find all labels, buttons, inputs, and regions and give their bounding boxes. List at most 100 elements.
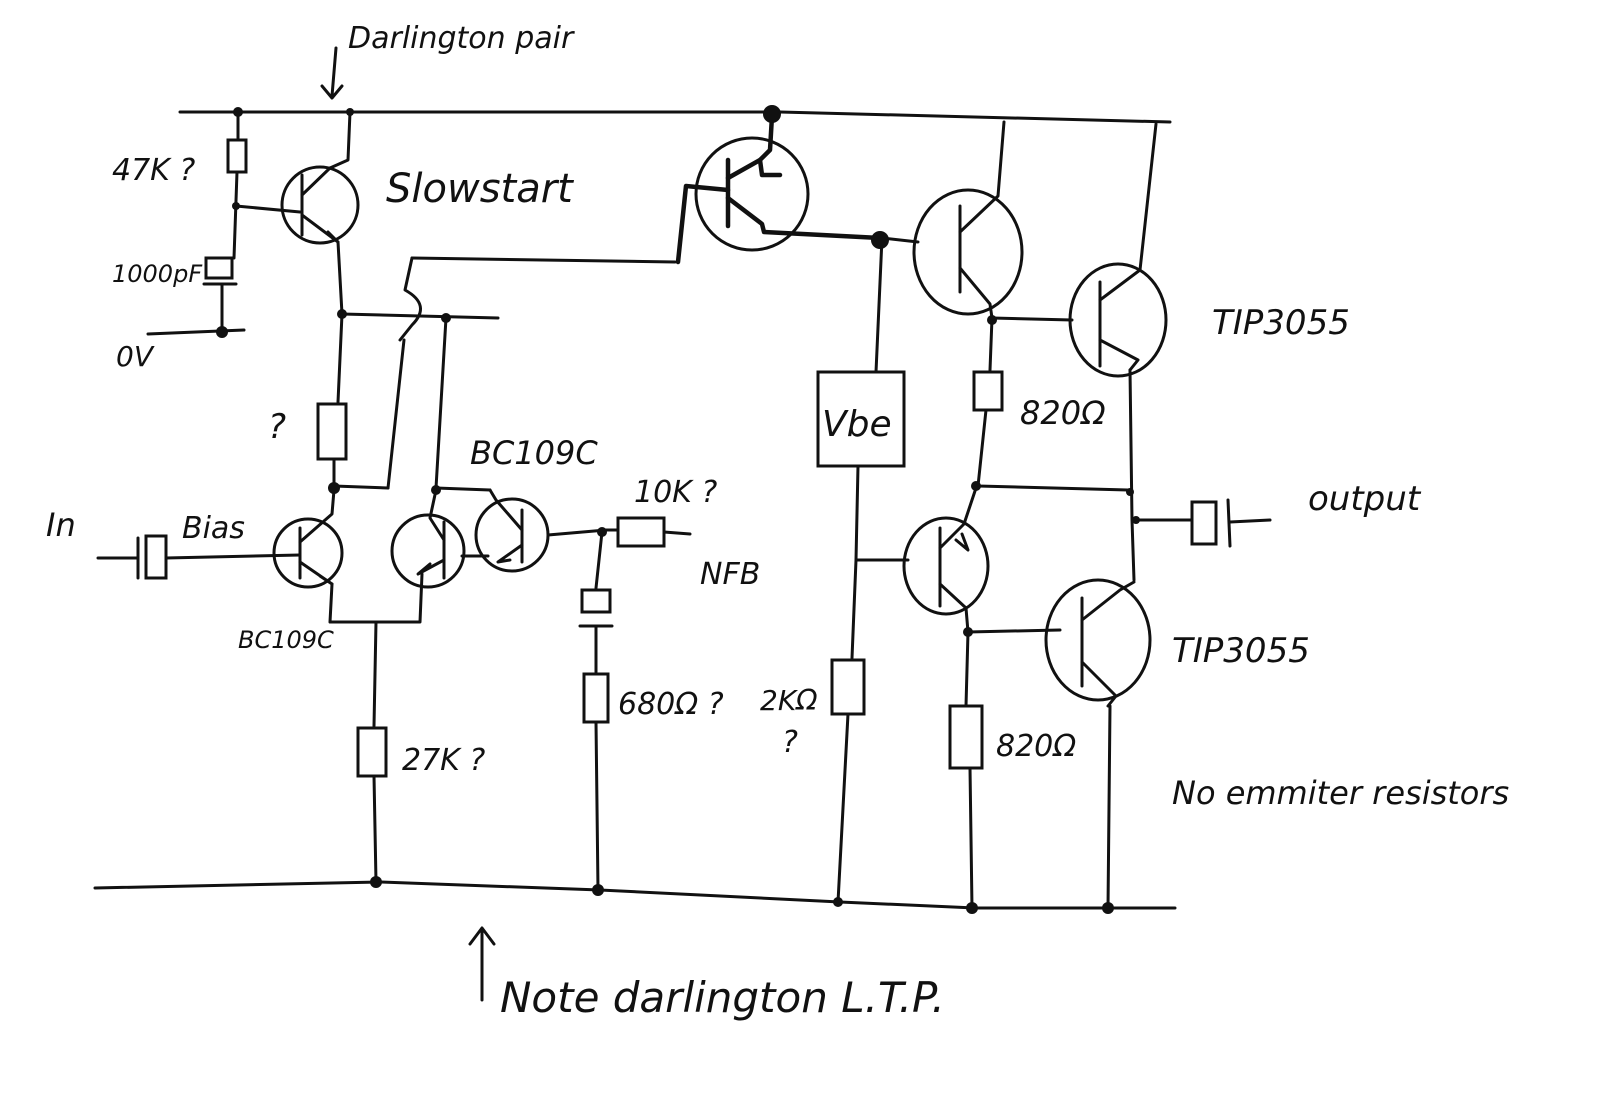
junction-dot [216,326,228,338]
resistor-680 [582,672,610,724]
label-1000pf: 1000pF [112,260,203,288]
label-bc109c-bottom: BC109C [238,626,334,654]
wire [146,328,246,336]
label-darlington-pair: Darlington pair [348,21,575,56]
label-tip3055-bottom: TIP3055 [1172,631,1310,671]
wire [488,488,524,532]
wire [416,558,446,576]
wire [662,530,692,536]
ltp-transistor-left [272,517,344,589]
output-transistor-bottom [1044,578,1152,702]
label-47k: 47K ? [112,153,195,188]
wire [428,488,446,542]
wire [332,457,390,490]
junction-dot [871,231,889,249]
junction-dot [233,107,243,117]
wire [336,240,500,320]
wire [232,170,239,260]
capacitor-1000pf-body [204,256,234,280]
wire [954,532,970,552]
ltp-transistor-middle [390,513,466,589]
wire [675,183,731,265]
wire [958,266,994,320]
label-question-mid: ? [782,725,798,760]
wire [1228,518,1272,524]
wire [298,488,336,544]
junction-dot [966,902,978,914]
junction-dot [370,876,382,888]
resistor-47k [226,138,248,174]
junction-dot [963,627,973,637]
label-no-emitter: No emmiter resistors [1172,774,1509,812]
upper-driver-transistor [912,188,1024,316]
wire [372,774,378,884]
wire [164,553,302,560]
wire [854,464,910,562]
wire [836,712,850,904]
wire [328,110,352,170]
wire [1098,122,1158,302]
junction-dot [597,527,607,537]
output-transistor-top [1068,262,1168,378]
wire [300,213,340,244]
wire [938,582,970,634]
wire [725,113,775,181]
label-output: output [1308,479,1422,519]
resistor-10k [616,516,666,548]
wire [336,312,344,404]
resistor-27k [356,726,388,778]
label-27k: 27K ? [402,743,485,778]
wire [988,316,994,372]
wire [410,256,677,264]
label-slowstart: Slowstart [386,166,574,212]
input-capacitor [144,534,168,580]
output-capacitor [1190,500,1218,546]
wire [757,157,783,178]
ground-rail [93,880,1177,910]
wire [496,543,524,564]
nfb-capacitor [580,588,612,614]
wire [1080,580,1136,622]
lower-driver-transistor [902,516,990,616]
junction-dot [328,482,340,494]
wire [1080,660,1118,708]
label-10k: 10K ? [634,475,717,510]
label-in: In [46,506,76,544]
label-vbe: Vbe [822,404,892,445]
label-0v: 0V [116,340,155,373]
wire [850,558,858,660]
junction-dot [592,884,604,896]
junction-dot [337,309,347,319]
junction-dot [441,313,451,323]
junction-dot [833,897,843,907]
wire [234,204,302,214]
label-820-top: 820Ω [1020,394,1106,432]
wire [968,766,974,910]
resistor-820-bottom [948,704,984,770]
resistor-collector-left [316,402,348,461]
note-arrow [468,926,496,1002]
wire [874,236,884,374]
junction-dot [1102,902,1114,914]
wire [372,620,378,728]
wire [1098,338,1140,372]
wire [594,530,604,590]
positive-rail [178,110,1172,124]
junction-dot [232,202,240,210]
pnp-vas-transistor [694,136,810,252]
wire [966,628,1062,634]
label-820-bottom: 820Ω [996,729,1076,764]
wire [386,338,406,490]
slowstart-transistor [280,165,360,245]
wire [300,166,332,197]
wire [546,528,620,537]
wire [1106,704,1112,910]
resistor-2k2 [830,658,866,716]
wire [298,560,334,586]
wire [398,256,422,342]
vbe-multiplier-box [816,370,906,468]
wire [725,195,883,241]
junction-dot [346,108,354,116]
